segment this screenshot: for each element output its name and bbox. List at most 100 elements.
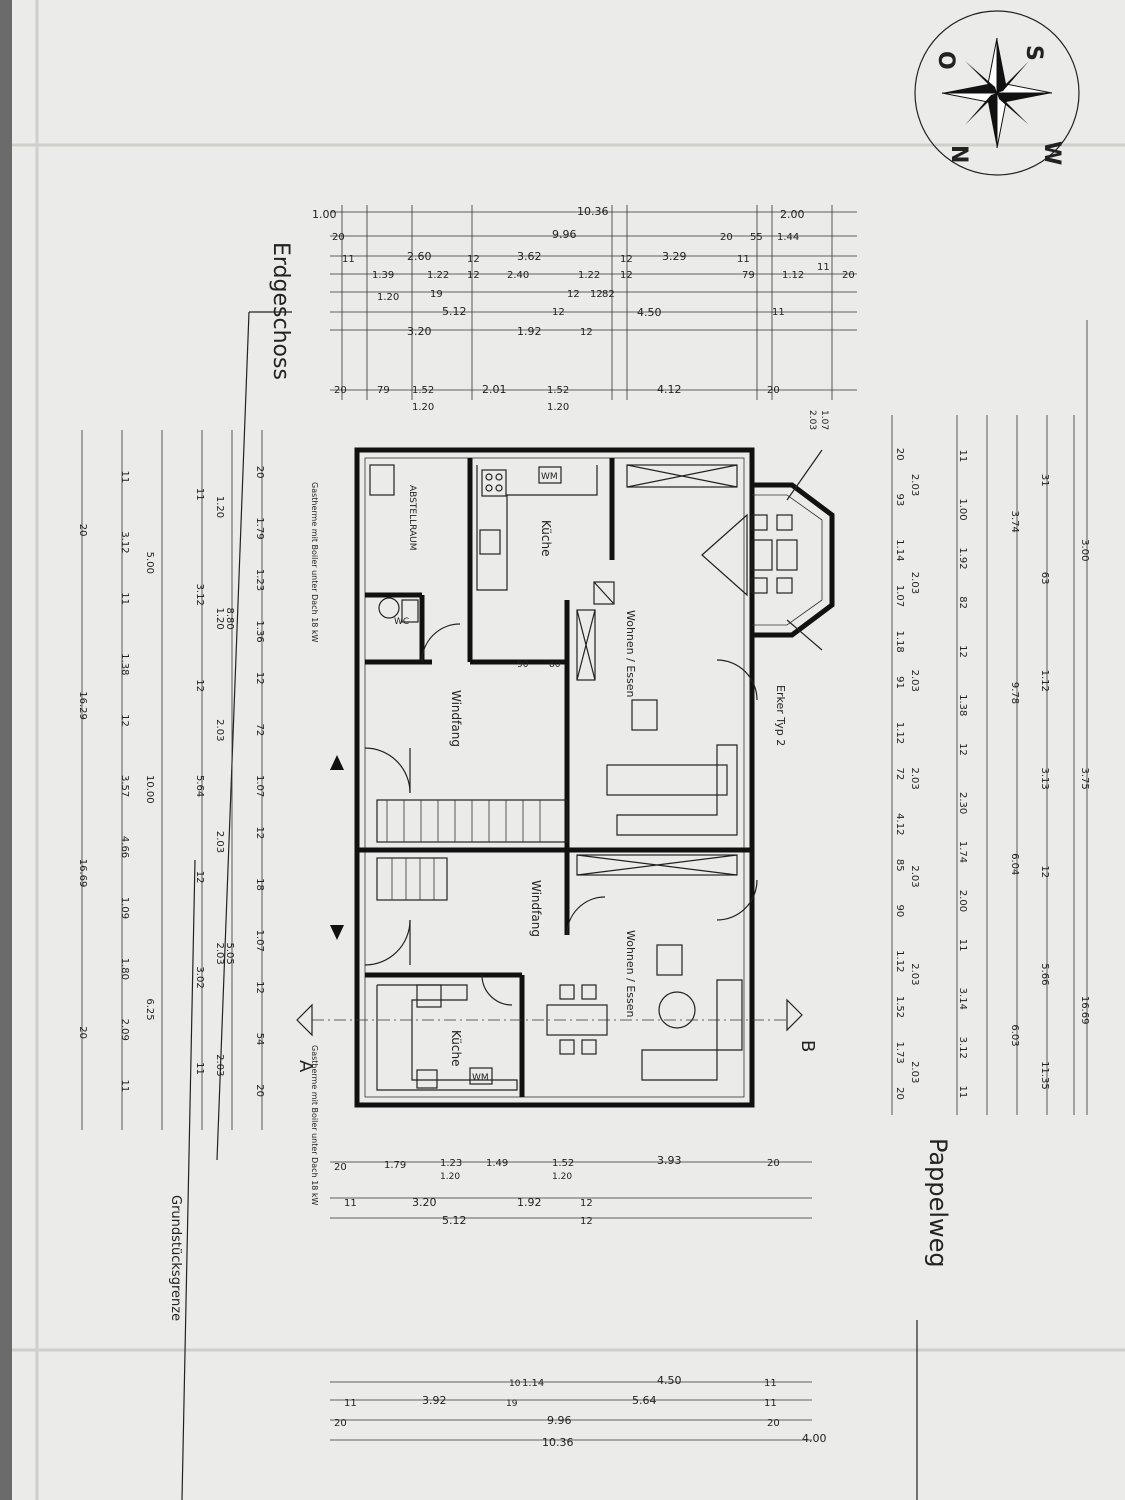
dim-label: 72: [894, 768, 905, 781]
dim-label: 2.03: [807, 410, 817, 430]
dim-label: 79: [377, 385, 390, 396]
section-marker-b: B: [797, 1040, 818, 1052]
dim-label: 19: [506, 1399, 518, 1409]
dim-label: 9.78: [1009, 682, 1020, 704]
dim-label: 9.96: [547, 1414, 572, 1427]
property-boundary-label: Grundstücksgrenze: [168, 1195, 183, 1321]
dim-label: 93: [894, 494, 905, 507]
dim-label: 12: [1039, 865, 1050, 878]
dim-label: 2.00: [957, 890, 968, 912]
dim-label: 80: [549, 660, 561, 670]
dim-label: 3.00: [1079, 539, 1090, 561]
dim-label: 1.14: [894, 539, 905, 561]
dim-label: 12: [620, 270, 633, 281]
dim-label: 1.92: [957, 547, 968, 569]
dim-label: 4.00: [802, 1432, 827, 1445]
dim-label: 2.03: [214, 831, 225, 853]
room-label-storage: ABSTELLRAUM: [407, 485, 417, 551]
dim-label: 11: [764, 1398, 777, 1409]
dim-label: 90: [894, 905, 905, 918]
dim-label: 4.66: [119, 836, 130, 858]
dim-label: 11: [119, 592, 130, 605]
dim-label: 2.03: [909, 768, 920, 790]
section-markers: A B: [295, 998, 818, 1073]
dim-label: 20: [254, 1084, 265, 1097]
dim-label: 12: [567, 289, 580, 300]
dim-label: 1.52: [547, 385, 569, 396]
dim-label: 1.52: [552, 1158, 574, 1169]
dim-label: 5.00: [144, 552, 155, 574]
wm-label: WM: [541, 472, 558, 482]
room-label-living-top: Wohnen / Essen: [624, 610, 637, 698]
dim-label: 12: [467, 270, 480, 281]
living-room-top: Wohnen / Essen Erker Typ 2: [606, 610, 787, 836]
dim-label: 5.05: [224, 943, 235, 965]
dim-label: 1.74: [957, 841, 968, 863]
dim-label: 1.44: [777, 232, 799, 243]
dim-label: 85: [894, 859, 905, 872]
dim-label: 20: [720, 232, 733, 243]
left-dimensions: 201.791.231.3612721.0712181.071254201.20…: [77, 466, 265, 1097]
dim-label: 12: [254, 981, 265, 994]
dim-label: 1.12: [894, 950, 905, 972]
dim-label: 2.03: [214, 1054, 225, 1076]
dim-label: 1.18: [894, 631, 905, 653]
room-label-kitchen-top: Küche: [539, 520, 553, 556]
heating-note-top: Gastherme mit Boiler unter Dach 18 kW: [310, 482, 319, 643]
dim-label: 1.52: [894, 996, 905, 1018]
top-dimensions: 1.00 10.36 2.00 20 9.96 20 55 1.44 11 2.…: [312, 205, 855, 413]
room-label-windfang-bottom: Windfang: [529, 880, 543, 937]
dim-label: 1.38: [119, 653, 130, 675]
dim-label: 20: [332, 232, 345, 243]
dim-label: 16.29: [77, 691, 88, 720]
dim-label: 1.73: [894, 1042, 905, 1064]
dim-label: 31: [1039, 474, 1050, 487]
dim-label: 5.12: [442, 1214, 467, 1227]
dim-label: 20: [254, 466, 265, 479]
building-walls: [354, 447, 755, 1108]
dim-label: 1.07: [254, 775, 265, 797]
dim-label: 12: [254, 827, 265, 840]
dim-label: 1.92: [517, 1196, 542, 1209]
dim-label: 5.66: [1039, 963, 1050, 985]
dim-label: 90: [517, 660, 529, 670]
dim-label: 2.01: [482, 383, 507, 396]
dim-label: 3.12: [119, 531, 130, 553]
dim-label: 3.20: [412, 1196, 437, 1209]
windows: [576, 464, 738, 876]
dim-label: 1.20: [377, 292, 399, 303]
dim-label: 4.12: [657, 383, 682, 396]
dim-label: 20: [894, 1087, 905, 1100]
dim-label: 20: [767, 1418, 780, 1429]
dim-label: 1.12: [782, 270, 804, 281]
dim-label: 1.00: [957, 498, 968, 520]
dim-label: 2.03: [909, 963, 920, 985]
plan-sheet: S W N O Erdgeschoss Pappelweg Grundstück…: [12, 0, 1125, 1500]
dim-label: 1.12: [1039, 670, 1050, 692]
dim-label: 9.96: [552, 228, 577, 241]
entry-top: Windfang: [330, 690, 568, 843]
street-name: Pappelweg: [924, 1138, 952, 1268]
dim-label: 3.92: [422, 1394, 447, 1407]
dim-label: 11: [344, 1398, 357, 1409]
dim-label: 3.20: [407, 325, 432, 338]
dim-label: 2.03: [909, 670, 920, 692]
dim-label: 1.52: [412, 385, 434, 396]
wc-label: WC: [394, 617, 409, 627]
dim-label: 4.12: [894, 813, 905, 835]
dim-label: 12: [194, 871, 205, 884]
dim-label: 20: [77, 1026, 88, 1039]
dim-label: 4.50: [657, 1374, 682, 1387]
dim-label: 11.35: [1039, 1061, 1050, 1090]
dim-label: 91: [894, 676, 905, 689]
dim-label: 1.79: [254, 517, 265, 539]
dim-label: 12: [580, 1198, 593, 1209]
bottom-dimensions: 20 1.79 1.23 1.49 1.52 3.93 20 1.20 1.20…: [334, 1154, 827, 1449]
dim-label: 11: [344, 1198, 357, 1209]
kitchen-top: WM Küche: [476, 465, 598, 591]
dim-label: 12: [194, 679, 205, 692]
dim-label: 1.20: [552, 1172, 572, 1182]
dim-label: 1.12: [894, 722, 905, 744]
dim-label: 2.03: [214, 719, 225, 741]
dim-label: 5.64: [632, 1394, 657, 1407]
